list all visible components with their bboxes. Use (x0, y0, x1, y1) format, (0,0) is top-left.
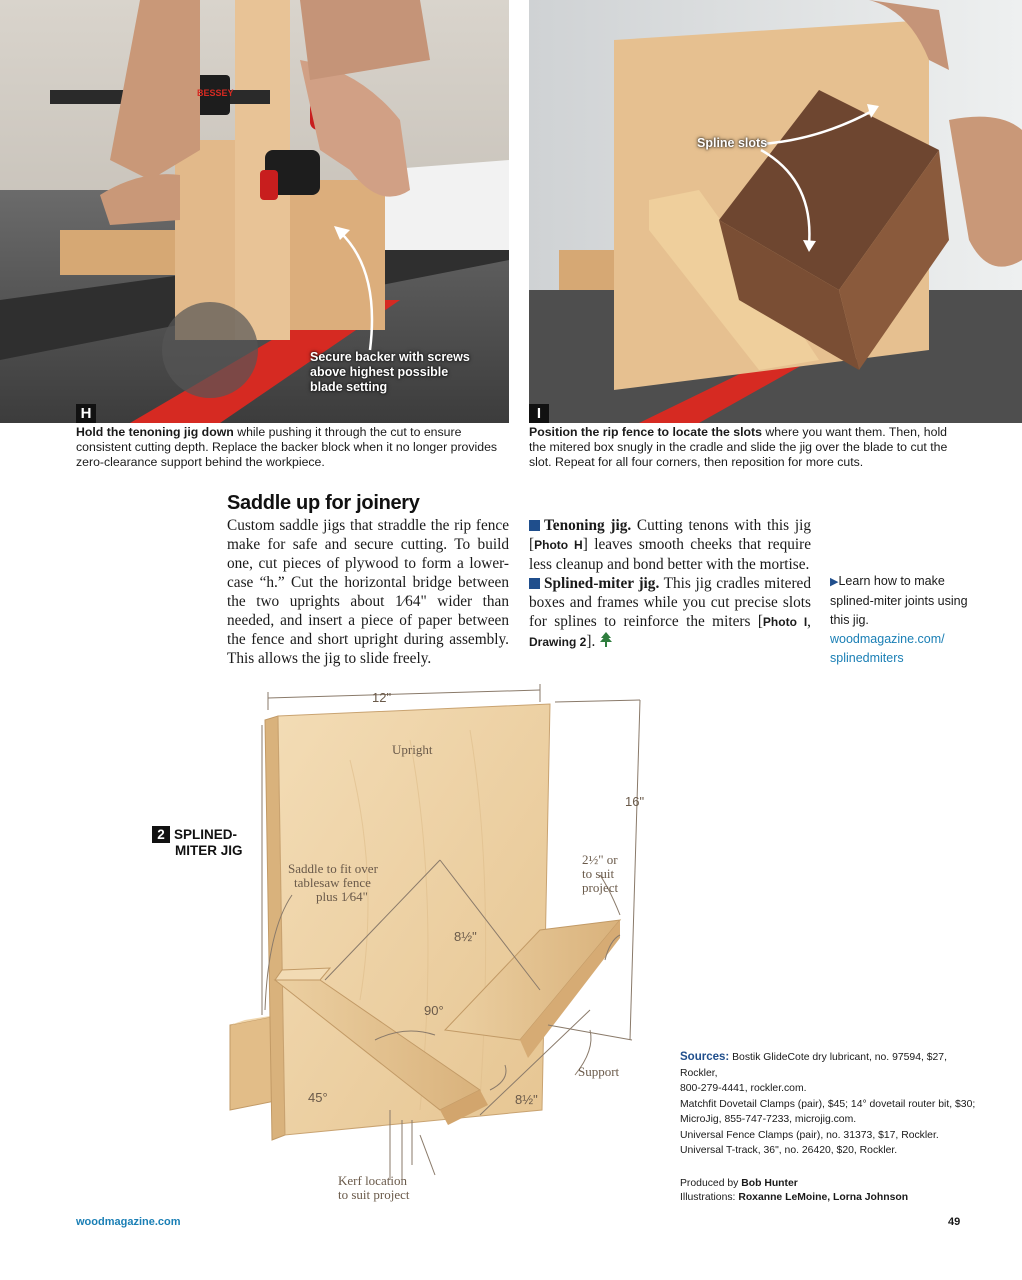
illustrations-label: Illustrations: (680, 1192, 739, 1203)
sources-line-3: Matchfit Dovetail Clamps (pair), $45; 14… (680, 1098, 976, 1110)
caption-h-bold: Hold the tenoning jig down (76, 425, 234, 439)
saddle-note-line-3: plus 1⁄64" (316, 889, 368, 904)
sources-line-1: Sources: Bostik GlideCote dry lubricant,… (680, 1050, 980, 1081)
caption-photo-h: Hold the tenoning jig down while pushing… (76, 425, 508, 470)
photo-i-callout: Spline slots (697, 136, 768, 150)
photo-h-callout-line-3: blade setting (310, 380, 388, 394)
caption-h-text: while pushing it through the cut to ensu… (76, 425, 498, 469)
sidebar-web-link: ▶Learn how to make splined-miter joints … (830, 572, 990, 668)
sidebar-text: Learn how to make splined-miter joints u… (830, 574, 968, 627)
photo-i-image (529, 0, 1022, 423)
splined-text-end: ]. (586, 633, 596, 650)
page-number: 49 (948, 1216, 961, 1228)
photo-h: Secure backer with screws above highest … (0, 0, 509, 423)
bullet-square-icon (529, 578, 540, 589)
dim-8half-bottom: 8½" (515, 1092, 538, 1107)
photo-i-label: I (529, 404, 549, 423)
article-body: Custom saddle jigs that straddle the rip… (227, 517, 509, 667)
upright-label: Upright (392, 742, 433, 757)
photo-h-reference: Photo H (534, 538, 583, 552)
dim-width: 12" (372, 690, 391, 705)
splined-text: This jig cradles mitered boxes and frame… (529, 575, 811, 630)
splined-text-sep: , (807, 613, 811, 630)
drawing-title: 2 SPLINED- MITER JIG (152, 826, 243, 858)
dim-2half-line-3: project (582, 880, 618, 895)
support-label: Support (578, 1064, 620, 1079)
splined-title: Splined-miter jig. (544, 575, 660, 592)
article-items: Tenoning jig. Cutting tenons with this j… (529, 516, 811, 652)
triangle-arrow-icon: ▶ (830, 576, 839, 588)
sources-block: Sources: Bostik GlideCote dry lubricant,… (680, 1050, 980, 1159)
drawing-title-line-1: SPLINED- (174, 827, 238, 842)
photo-h-callout-line-1: Secure backer with screws (310, 350, 470, 364)
drawing-title-line-2: MITER JIG (175, 843, 243, 858)
caption-i-bold: Position the rip fence to locate the slo… (529, 425, 762, 439)
illustrator-names: Roxanne LeMoine, Lorna Johnson (738, 1192, 909, 1203)
sidebar-url-line-1[interactable]: woodmagazine.com/ (830, 632, 945, 646)
kerf-note-line-2: to suit project (338, 1187, 410, 1202)
produced-label: Produced by (680, 1178, 742, 1189)
illustrations-by: Illustrations: Roxanne LeMoine, Lorna Jo… (680, 1191, 980, 1205)
drawing-2-reference: Drawing 2 (529, 635, 587, 649)
clamp-brand: BESSEY (197, 88, 234, 98)
sources-line-6: Universal T-track, 36", no. 26420, $20, … (680, 1145, 898, 1156)
tree-end-icon (600, 632, 613, 647)
article-heading: Saddle up for joinery (227, 492, 420, 514)
sources-label: Sources: (680, 1051, 730, 1063)
dim-height: 16" (625, 794, 644, 809)
photo-i-reference: Photo I (762, 615, 808, 629)
dim-90-degrees: 90° (424, 1003, 444, 1018)
dim-8half-top: 8½" (454, 929, 477, 944)
photo-h-image (0, 0, 509, 423)
splined-item: Splined-miter jig. This jig cradles mite… (529, 574, 811, 652)
kerf-note-line-1: Kerf location (338, 1173, 407, 1188)
produced-by: Produced by Bob Hunter (680, 1177, 980, 1191)
photo-i: Spline slots I (529, 0, 1022, 423)
splined-miter-jig-drawing: 12" 16" Upright Saddle to fit over table… (229, 684, 644, 1202)
photo-h-label: H (76, 404, 96, 423)
source-text-1: Bostik GlideCote dry lubricant, no. 9759… (680, 1052, 947, 1079)
sources-line-2: 800-279-4441, rockler.com. (680, 1083, 807, 1094)
saddle-note-line-1: Saddle to fit over (288, 861, 379, 876)
bullet-square-icon (529, 520, 540, 531)
dim-2half-line-1: 2½" or (582, 852, 618, 867)
photo-h-callout: Secure backer with screws above highest … (310, 350, 470, 395)
tenoning-item: Tenoning jig. Cutting tenons with this j… (529, 516, 811, 574)
caption-i-text: where you want them. Then, hold the mite… (529, 425, 948, 469)
tenoning-title: Tenoning jig. (544, 517, 632, 534)
saddle-note-line-2: tablesaw fence (294, 875, 371, 890)
dim-45-degrees: 45° (308, 1090, 328, 1105)
drawing-number: 2 (152, 826, 170, 843)
sources-line-4: MicroJig, 855-747-7233, microjig.com. (680, 1114, 857, 1125)
producer-name: Bob Hunter (741, 1178, 798, 1189)
sidebar-url-line-2[interactable]: splinedmiters (830, 651, 904, 665)
photo-h-callout-line-2: above highest possible (310, 365, 449, 379)
tenoning-text: Cutting tenons with this jig [ (529, 517, 811, 553)
caption-photo-i: Position the rip fence to locate the slo… (529, 425, 959, 470)
dim-2half-line-2: to suit (582, 866, 615, 881)
footer-url[interactable]: woodmagazine.com (76, 1216, 181, 1228)
sources-line-5: Universal Fence Clamps (pair), no. 31373… (680, 1129, 939, 1141)
credits-block: Produced by Bob Hunter Illustrations: Ro… (680, 1177, 980, 1205)
tenoning-text-end: ] leaves smooth cheeks that require less… (529, 536, 811, 573)
